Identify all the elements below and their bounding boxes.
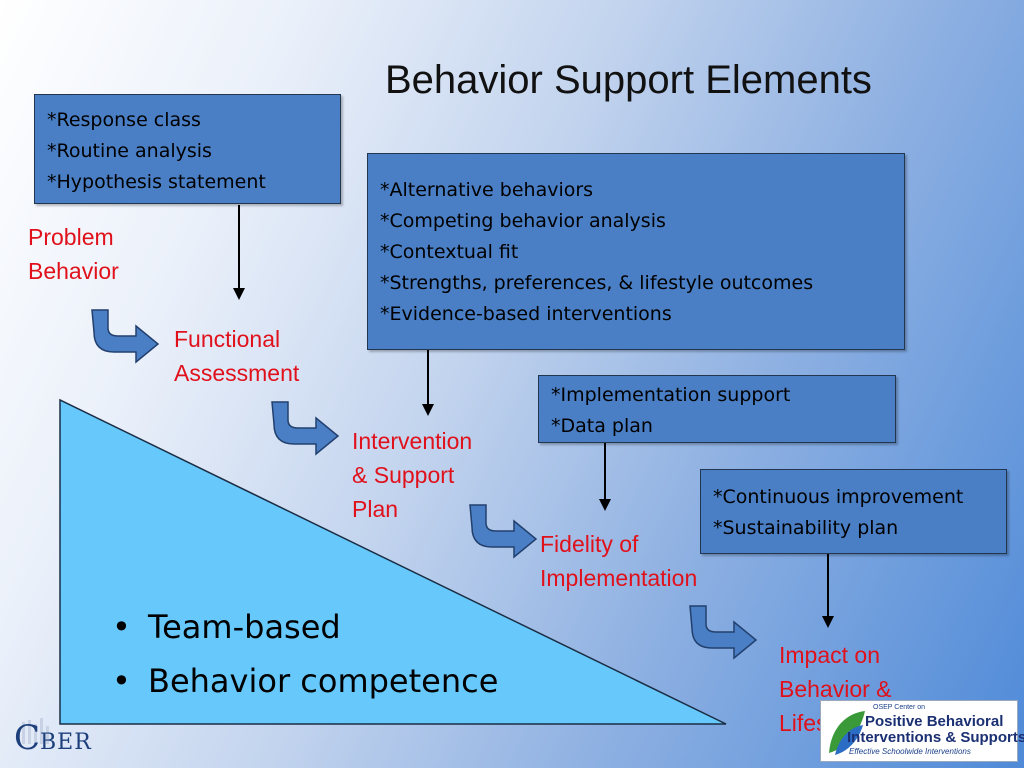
step-functional-assessment: Functional Assessment [174, 322, 299, 390]
cber-logo-text: BER [40, 730, 92, 755]
step-line: Impact on [779, 642, 880, 668]
step-line: Behavior [28, 258, 119, 284]
curved-arrow-icon [469, 504, 538, 559]
box-line: *Routine analysis [47, 140, 212, 162]
curved-arrow-icon [689, 605, 758, 660]
bullet-dot: • [112, 608, 131, 646]
pbis-line-3: Effective Schoolwide Interventions [849, 747, 971, 756]
box-line: *Response class [47, 109, 201, 131]
down-arrow [822, 554, 834, 628]
page-title: Behavior Support Elements [385, 58, 872, 102]
assessment-details-box: *Response class *Routine analysis *Hypot… [34, 94, 341, 204]
bullet-list: • Team-based • Behavior competence [112, 600, 498, 708]
bullet-dot: • [112, 662, 131, 700]
step-line: Fidelity of [540, 531, 639, 557]
pbis-line-2: Interventions & Supports [847, 729, 1024, 746]
box-line: *Alternative behaviors [380, 179, 594, 201]
bullet-text: Behavior competence [148, 662, 499, 700]
box-line: *Competing behavior analysis [380, 210, 666, 232]
bullet-item: • Team-based [112, 600, 498, 654]
step-line: Intervention [352, 428, 473, 454]
cber-logo-mark [22, 718, 49, 744]
step-line: Functional [174, 326, 281, 352]
bullet-item: • Behavior competence [112, 654, 498, 708]
step-line: & Support [352, 462, 455, 488]
box-line: *Implementation support [551, 384, 791, 406]
step-intervention-plan: Intervention & Support Plan [352, 424, 472, 526]
box-line: *Sustainability plan [713, 517, 899, 539]
step-line: Plan [352, 496, 399, 522]
box-line: *Data plan [551, 415, 653, 437]
step-problem-behavior: Problem Behavior [28, 220, 119, 288]
fidelity-details-box: *Implementation support *Data plan [538, 375, 896, 443]
box-line: *Contextual fit [380, 241, 519, 263]
box-line: *Strengths, preferences, & lifestyle out… [380, 272, 814, 294]
pbis-top-text: OSEP Center on [873, 704, 926, 711]
step-fidelity: Fidelity of Implementation [540, 527, 697, 595]
down-arrow [422, 350, 434, 416]
curved-arrow-icon [271, 401, 340, 456]
step-line: Implementation [540, 565, 698, 591]
cber-logo: CBER [14, 718, 92, 758]
step-line: Problem [28, 224, 114, 250]
down-arrow [233, 205, 245, 300]
step-line: Assessment [174, 360, 300, 386]
pbis-line-1: Positive Behavioral [865, 713, 1004, 730]
box-line: *Evidence-based interventions [380, 303, 672, 325]
curved-arrow-icon [91, 309, 160, 364]
down-arrow [599, 443, 611, 511]
impact-details-box: *Continuous improvement *Sustainability … [700, 469, 1007, 554]
box-line: *Hypothesis statement [47, 171, 266, 193]
pbis-leaf-icon [829, 711, 865, 755]
bullet-text: Team-based [148, 608, 341, 646]
intervention-details-box: *Alternative behaviors *Competing behavi… [367, 153, 905, 350]
box-line: *Continuous improvement [713, 486, 964, 508]
step-line: Behavior & [779, 676, 892, 702]
pbis-logo: OSEP Center on Positive Behavioral Inter… [820, 700, 1024, 762]
cber-logo-c: C [14, 718, 41, 758]
